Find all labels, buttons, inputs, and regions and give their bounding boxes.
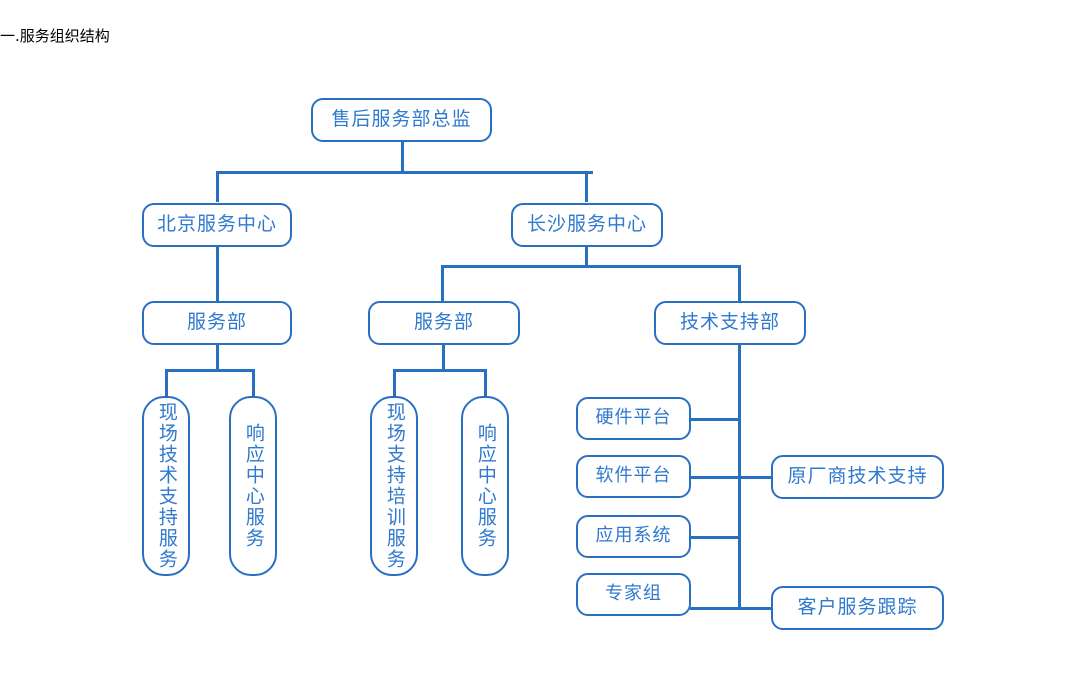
connector-branch-experts [690,607,741,610]
connector-to-cs-training [393,369,396,397]
node-vendor-tech-support[interactable]: 原厂商技术支持 [771,455,944,499]
connector-to-cs-response [484,369,487,397]
connector-level1-bar [216,171,593,174]
connector-to-beijing [216,171,219,202]
node-application-system[interactable]: 应用系统 [576,515,691,558]
node-beijing-service-dept[interactable]: 服务部 [142,301,292,345]
node-beijing-response-center[interactable]: 响应中心服务 [229,396,277,576]
node-software-platform[interactable]: 软件平台 [576,455,691,498]
connector-bjservice-down [216,345,219,371]
connector-branch-software [690,476,741,479]
connector-branch-customer [738,607,773,610]
node-customer-service-tracking[interactable]: 客户服务跟踪 [771,586,944,630]
connector-to-changsha [585,171,588,202]
node-director[interactable]: 售后服务部总监 [311,98,492,142]
connector-to-cs-techsup [738,265,741,302]
connector-director-down [401,142,404,173]
connector-bjservice-bar [165,369,255,372]
node-beijing-center[interactable]: 北京服务中心 [142,203,292,247]
connector-to-bj-response [252,369,255,397]
connector-csservice-down [442,345,445,371]
connector-branch-vendor [738,476,773,479]
connector-beijing-down [216,247,219,302]
connector-changsha-down [585,247,588,268]
connector-branch-hardware [690,418,741,421]
page-title: 一.服务组织结构 [0,27,110,45]
connector-to-bj-onsite [165,369,168,397]
connector-changsha-bar [441,265,741,268]
node-expert-group[interactable]: 专家组 [576,573,691,616]
node-changsha-onsite-training[interactable]: 现场支持培训服务 [370,396,418,576]
node-hardware-platform[interactable]: 硬件平台 [576,397,691,440]
node-changsha-service-dept[interactable]: 服务部 [368,301,520,345]
connector-branch-application [690,536,741,539]
connector-csservice-bar [393,369,486,372]
node-tech-support-dept[interactable]: 技术支持部 [654,301,806,345]
node-changsha-center[interactable]: 长沙服务中心 [511,203,663,247]
node-beijing-onsite-tech-support[interactable]: 现场技术支持服务 [142,396,190,576]
node-changsha-response-center[interactable]: 响应中心服务 [461,396,509,576]
connector-to-cs-service [441,265,444,302]
